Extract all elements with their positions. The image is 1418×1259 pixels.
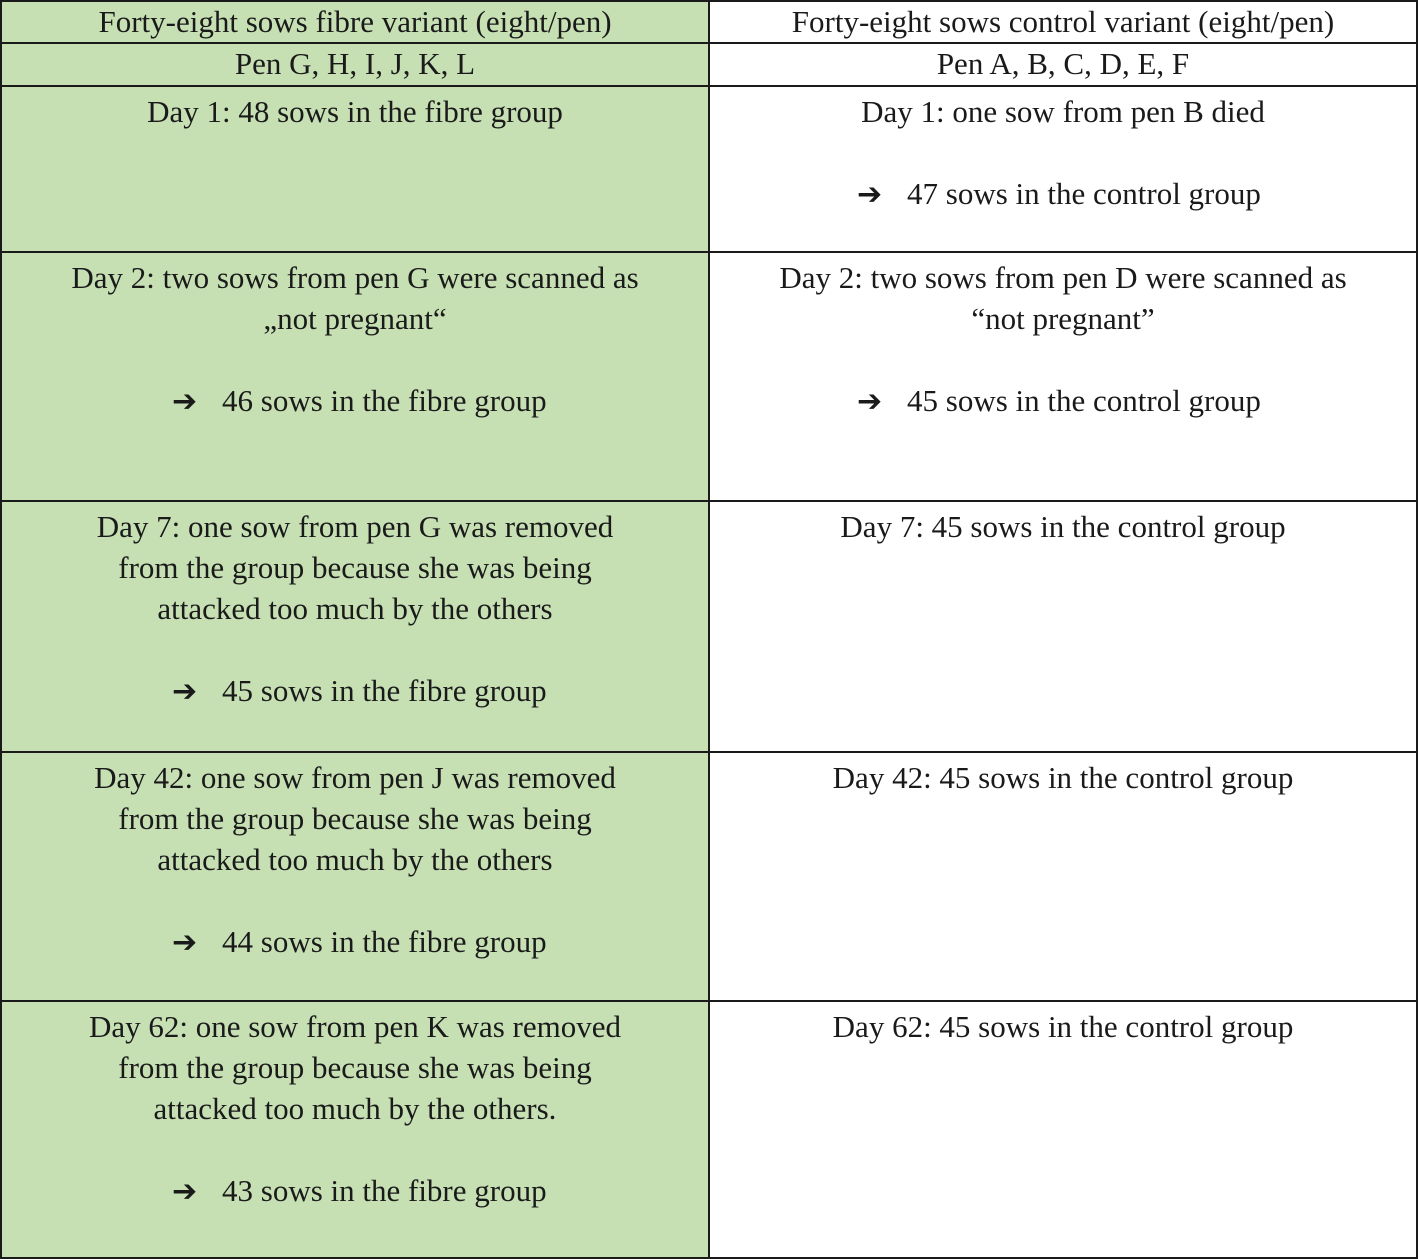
control-sow-count: 47 sows in the control group [907,176,1261,211]
spacer [2,339,708,380]
fibre-header-cell: Forty-eight sows fibre variant (eight/pe… [2,2,710,44]
control-day-cell: Day 62: 45 sows in the control group [710,1002,1416,1257]
control-pens-label: Pen A, B, C, D, E, F [936,46,1190,81]
control-variant-title: Forty-eight sows control variant (eight/… [791,4,1335,39]
right-arrow-icon: ➔ [857,384,883,419]
fibre-day-cell: Day 1: 48 sows in the fibre group [2,87,710,253]
spacer [2,1129,708,1170]
control-event-text: Day 7: 45 sows in the control group [840,509,1286,544]
fibre-sow-count: 45 sows in the fibre group [222,673,547,708]
fibre-pens-cell: Pen G, H, I, J, K, L [2,44,710,87]
fibre-event-text: from the group because she was being [118,1050,592,1085]
right-arrow-icon: ➔ [172,384,198,419]
fibre-pens-label: Pen G, H, I, J, K, L [234,46,476,81]
control-event-text: “not pregnant” [971,301,1155,336]
spacer [2,629,708,670]
fibre-day-cell: Day 7: one sow from pen G was removed fro… [2,502,710,753]
control-result-line: ➔ 45 sows in the control group [710,380,1416,422]
fibre-result-line: ➔ 45 sows in the fibre group [2,670,708,712]
control-event-text: Day 42: 45 sows in the control group [832,760,1294,795]
fibre-day-cell: Day 42: one sow from pen J was removed fr… [2,753,710,1002]
fibre-sow-count: 43 sows in the fibre group [222,1173,547,1208]
fibre-event-text: Day 62: one sow from pen K was removed [88,1009,622,1044]
control-day-cell: Day 7: 45 sows in the control group [710,502,1416,753]
fibre-sow-count: 44 sows in the fibre group [222,924,547,959]
right-arrow-icon: ➔ [172,674,198,709]
control-event-text: Day 1: one sow from pen B died [861,94,1265,129]
fibre-result-line: ➔ 43 sows in the fibre group [2,1170,708,1212]
spacer [710,339,1416,380]
fibre-variant-title: Forty-eight sows fibre variant (eight/pe… [98,4,612,39]
control-event-text: Day 62: 45 sows in the control group [832,1009,1294,1044]
control-header-cell: Forty-eight sows control variant (eight/… [710,2,1416,44]
fibre-event-text: attacked too much by the others [157,842,553,877]
fibre-result-line: ➔ 46 sows in the fibre group [2,380,708,422]
fibre-event-text: „not pregnant“ [263,301,447,336]
control-event-text: Day 2: two sows from pen D were scanned … [779,260,1347,295]
spacer [710,132,1416,173]
fibre-event-text: from the group because she was being [118,550,592,585]
control-sow-count: 45 sows in the control group [907,383,1261,418]
fibre-result-line: ➔ 44 sows in the fibre group [2,921,708,963]
right-arrow-icon: ➔ [172,1174,198,1209]
control-pens-cell: Pen A, B, C, D, E, F [710,44,1416,87]
fibre-event-text: attacked too much by the others. [153,1091,557,1126]
control-day-cell: Day 1: one sow from pen B died ➔ 47 sows i… [710,87,1416,253]
fibre-event-text: from the group because she was being [118,801,592,836]
control-result-line: ➔ 47 sows in the control group [710,173,1416,215]
control-day-cell: Day 42: 45 sows in the control group [710,753,1416,1002]
control-day-cell: Day 2: two sows from pen D were scanned … [710,253,1416,502]
fibre-sow-count: 46 sows in the fibre group [222,383,547,418]
right-arrow-icon: ➔ [857,177,883,212]
fibre-event-text: Day 2: two sows from pen G were scanned … [71,260,639,295]
fibre-event-text: Day 1: 48 sows in the fibre group [147,94,563,129]
fibre-event-text: attacked too much by the others [157,591,553,626]
fibre-day-cell: Day 2: two sows from pen G were scanned … [2,253,710,502]
fibre-event-text: Day 7: one sow from pen G was removed [96,509,614,544]
fibre-day-cell: Day 62: one sow from pen K was removed fr… [2,1002,710,1257]
right-arrow-icon: ➔ [172,925,198,960]
spacer [2,880,708,921]
fibre-event-text: Day 42: one sow from pen J was removed [94,760,616,795]
